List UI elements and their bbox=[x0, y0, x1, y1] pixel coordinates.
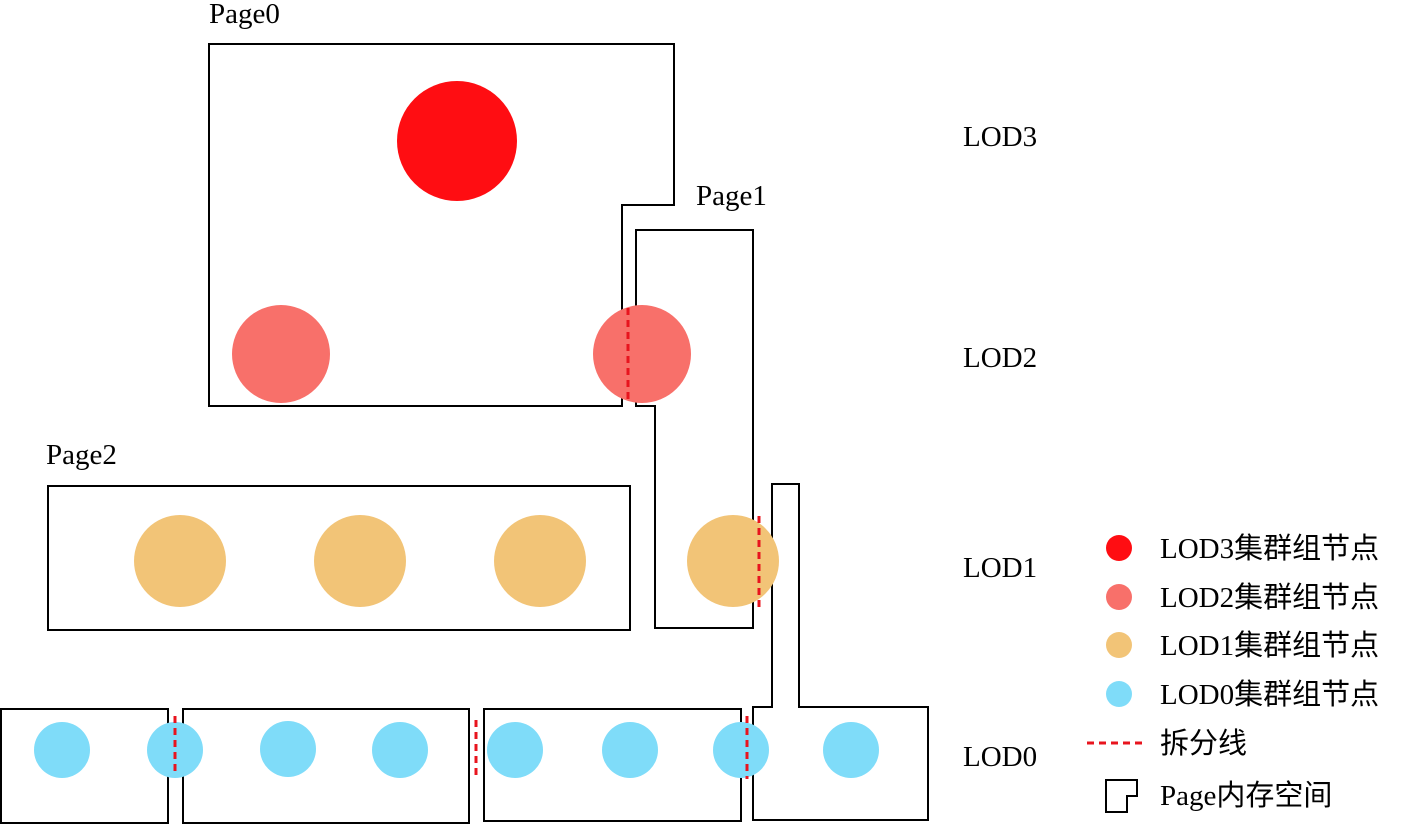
lod0-node bbox=[487, 722, 543, 778]
page2-label: Page2 bbox=[46, 439, 117, 471]
lod1-level-label: LOD1 bbox=[963, 552, 1037, 584]
legend-lod3-label: LOD3集群组节点 bbox=[1160, 532, 1379, 565]
legend: LOD3集群组节点 LOD2集群组节点 LOD1集群组节点 LOD0集群组节点 … bbox=[1087, 532, 1379, 813]
legend-lod0-marker bbox=[1106, 681, 1132, 707]
lod2-level-label: LOD2 bbox=[963, 342, 1037, 374]
lod0-node bbox=[713, 722, 769, 778]
lod0-node bbox=[260, 721, 316, 777]
legend-lod3-marker bbox=[1106, 535, 1132, 561]
lod1-node bbox=[134, 515, 226, 607]
lod0-node bbox=[372, 722, 428, 778]
lod3-level-label: LOD3 bbox=[963, 121, 1037, 153]
page1-outline bbox=[635, 229, 754, 629]
legend-lod1-marker bbox=[1106, 632, 1132, 658]
lod0-node bbox=[602, 722, 658, 778]
page1-label: Page1 bbox=[696, 180, 767, 212]
page-tall-outline bbox=[752, 483, 929, 821]
lod2-node bbox=[593, 305, 691, 403]
page2-outline bbox=[47, 485, 631, 631]
legend-lod1-label: LOD1集群组节点 bbox=[1160, 629, 1379, 662]
legend-page-marker-icon bbox=[1105, 779, 1138, 813]
page-lod0-b-outline bbox=[182, 708, 470, 824]
lod0-node bbox=[147, 722, 203, 778]
legend-lod0-label: LOD0集群组节点 bbox=[1160, 678, 1379, 711]
lod3-node bbox=[397, 81, 517, 201]
lod1-node bbox=[314, 515, 406, 607]
lod0-node bbox=[823, 722, 879, 778]
page0-label: Page0 bbox=[209, 0, 280, 30]
lod2-node bbox=[232, 305, 330, 403]
legend-page-label: Page内存空间 bbox=[1160, 779, 1332, 812]
lod1-node bbox=[494, 515, 586, 607]
legend-lod2-label: LOD2集群组节点 bbox=[1160, 581, 1379, 614]
legend-lod2-marker bbox=[1106, 584, 1132, 610]
lod0-level-label: LOD0 bbox=[963, 741, 1037, 773]
page0-outline bbox=[208, 43, 675, 407]
lod1-node bbox=[687, 515, 779, 607]
legend-split-label: 拆分线 bbox=[1160, 727, 1247, 760]
lod0-node bbox=[34, 722, 90, 778]
